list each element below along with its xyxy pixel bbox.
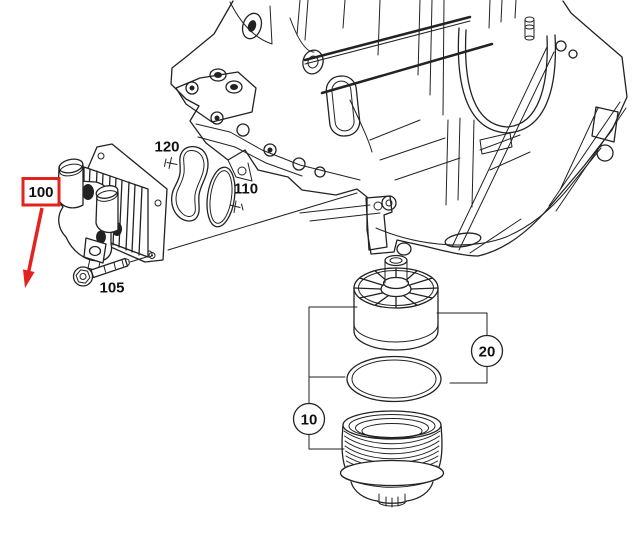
- highlight-arrow-head: [23, 269, 35, 288]
- filter-cap-drawing: [339, 410, 445, 508]
- callout-bracket-20: 20: [436, 312, 504, 384]
- callout-circle-20: [470, 334, 504, 368]
- oil-cooler-drawing: [56, 143, 168, 272]
- callout-120-label: 120: [154, 139, 179, 156]
- oil-cooler-bolt-drawing: [72, 252, 156, 287]
- callout-100-label: 100: [28, 184, 53, 201]
- gasket-120-tab: [164, 157, 178, 169]
- callout-20-label: 20: [479, 344, 496, 361]
- highlight-arrow-shaft: [27, 207, 44, 272]
- callout-110-label: 110: [234, 181, 258, 198]
- callout-bracket-10: 10: [292, 306, 358, 450]
- callout-10-label: 10: [301, 412, 318, 429]
- oil-filter-element-drawing: [353, 254, 439, 351]
- assembly-axis-line: [167, 192, 358, 251]
- gasket-110-tab: [229, 200, 244, 213]
- engine-block-drawing: [170, 0, 628, 257]
- bolt-leader-line: [129, 256, 149, 263]
- highlight-100: 100: [21, 177, 61, 288]
- gasket-120-drawing: [164, 146, 209, 222]
- gasket-110-drawing: [206, 166, 244, 228]
- highlight-box: [21, 177, 61, 207]
- callout-105-label: 105: [99, 280, 124, 297]
- o-ring-drawing: [346, 355, 442, 403]
- callout-circle-10: [292, 402, 326, 436]
